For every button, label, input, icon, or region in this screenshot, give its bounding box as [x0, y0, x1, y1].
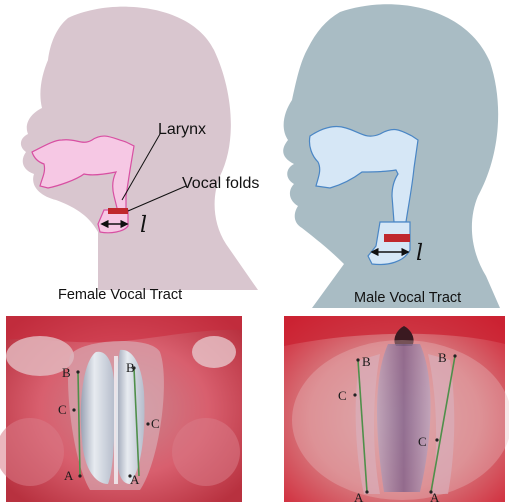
vocal-folds-label: Vocal folds: [182, 175, 259, 192]
male-vocal-tract-illustration: l Male Vocal Tract: [283, 4, 500, 308]
female-point-left-c: C: [58, 402, 67, 417]
male-point-left-b: B: [362, 354, 371, 369]
female-point-right-c: C: [151, 416, 160, 431]
male-point-right-a: A: [430, 490, 440, 502]
male-glottis: [377, 344, 431, 492]
female-vocal-tract-illustration: l Larynx Vocal folds Female Vocal Tract: [21, 7, 259, 303]
male-vocal-fold-band: [384, 234, 410, 242]
female-point-right-b: B: [126, 360, 135, 375]
male-point-left-a: A: [354, 490, 364, 502]
female-length-symbol: l: [140, 213, 147, 238]
male-laryngoscope-photo: B C A B C A: [284, 316, 509, 502]
female-laryngoscope-photo: B C A B C A: [0, 316, 242, 502]
male-point-left-c: C: [338, 388, 347, 403]
female-caption: Female Vocal Tract: [58, 287, 182, 303]
female-point-left-b: B: [62, 365, 71, 380]
female-point-left-a: A: [64, 468, 74, 483]
male-point-right-b: B: [438, 350, 447, 365]
female-vocal-fold-band: [108, 208, 128, 214]
male-caption: Male Vocal Tract: [354, 290, 461, 306]
larynx-label: Larynx: [158, 121, 206, 138]
male-length-symbol: l: [416, 241, 423, 266]
female-point-right-a: A: [130, 472, 140, 487]
male-point-right-c: C: [418, 434, 427, 449]
